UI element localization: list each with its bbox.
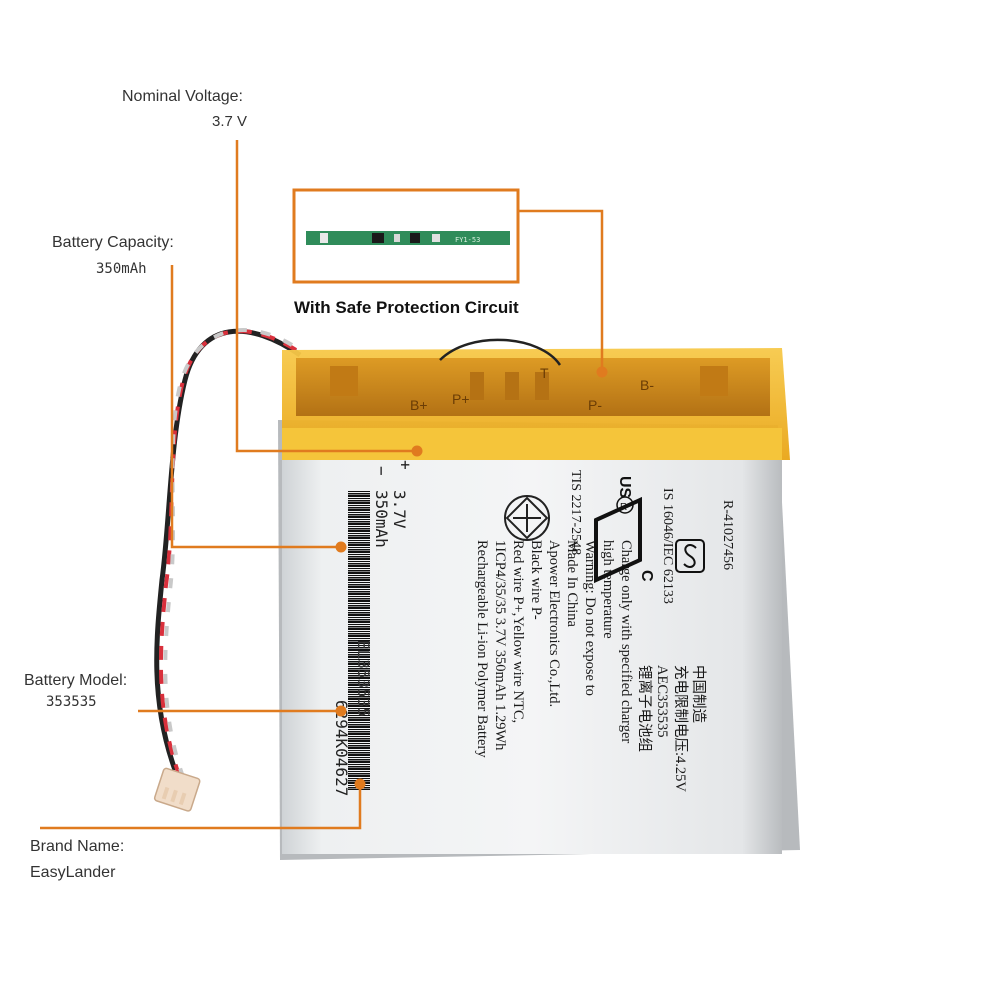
- callout-capacity-line: [170, 265, 340, 549]
- tis-text: TIS 2217-2548: [568, 470, 583, 555]
- label-line-9: Charge only with specified charger: [618, 540, 634, 743]
- battery-model-value: 353535: [46, 694, 97, 710]
- label-line-5: Apower Electronics Co.,Ltd.: [546, 540, 562, 707]
- protection-circuit-caption: With Safe Protection Circuit: [294, 298, 519, 317]
- label-line-10: 锂离子电池组: [636, 665, 653, 752]
- pcm-label-b-minus: B-: [640, 377, 654, 393]
- pcb-board-text: FY1-53: [455, 236, 480, 244]
- battery-model-label: Battery Model:: [24, 672, 128, 689]
- barcode-plus: +: [396, 460, 415, 470]
- barcode-serial: 6294K04627: [332, 700, 351, 796]
- label-line-1: Rechargeable Li-ion Polymer Battery: [474, 540, 490, 758]
- pcm-label-t: T: [540, 365, 549, 381]
- label-text-block: Rechargeable Li-ion Polymer Battery 1ICP…: [474, 540, 707, 792]
- ul-c-text: C: [638, 570, 655, 582]
- barcode-block: + 350mAh 3.7V − EL353535 6294K04627: [332, 460, 415, 796]
- callout-voltage-dot: [411, 445, 423, 457]
- brand-name-label: Brand Name:: [30, 838, 125, 855]
- callout-capacity-dot: [335, 541, 347, 553]
- diamond-cert-icon: [504, 495, 550, 541]
- pcm-label-p-minus: P-: [588, 397, 602, 413]
- s-mark-icon: [675, 539, 705, 573]
- barcode-model: EL353535: [354, 640, 373, 717]
- battery-capacity-value: 350mAh: [96, 261, 147, 277]
- label-line-13: 中国制造: [690, 665, 707, 723]
- nominal-voltage-label: Nominal Voltage:: [122, 88, 243, 105]
- callout-brand-dot: [354, 778, 366, 790]
- barcode-bars: [348, 490, 370, 790]
- pcm-label-p-plus: P+: [452, 391, 470, 407]
- callout-voltage-line: [235, 140, 417, 453]
- callout-model-dot: [335, 705, 347, 717]
- label-line-12: 充电限制电压:4.25V: [672, 665, 689, 792]
- ul-us-text: US: [616, 476, 633, 499]
- svg-text:R: R: [620, 502, 627, 513]
- callout-circuit-line: [518, 209, 604, 370]
- label-line-8: high temperature: [600, 540, 616, 639]
- label-line-4: Black wire P-: [528, 540, 544, 620]
- wire-bundle: [154, 328, 302, 775]
- callout-circuit-dot: [596, 366, 608, 378]
- pcb-board: FY1-53: [306, 231, 510, 245]
- callout-dots: [335, 366, 608, 790]
- barcode-minus: −: [372, 466, 391, 476]
- label-line-6: Made In China: [564, 540, 580, 628]
- ul-mark-icon: R: [594, 496, 642, 584]
- barcode-capacity: 350mAh: [372, 490, 391, 548]
- connector: [153, 767, 201, 812]
- brand-name-value: EasyLander: [30, 864, 116, 881]
- callout-lines: [40, 140, 604, 830]
- barcode-voltage: 3.7V: [390, 490, 409, 529]
- nominal-voltage-value: 3.7 V: [212, 113, 248, 130]
- pcm-label-b-plus: B+: [410, 397, 428, 413]
- battery-capacity-label: Battery Capacity:: [52, 234, 174, 251]
- cert-number: R-41027456: [720, 500, 735, 570]
- label-line-2: 1ICP4/35/35 3.7V 350mAh 1.29Wh: [492, 540, 508, 751]
- label-line-11: AEC353535: [654, 665, 670, 738]
- iec-text: IS 16046/IEC 62133: [660, 488, 675, 604]
- callout-brand-line: [40, 787, 362, 830]
- label-line-3: Red wire P+,Yellow wire NTC,: [510, 540, 526, 723]
